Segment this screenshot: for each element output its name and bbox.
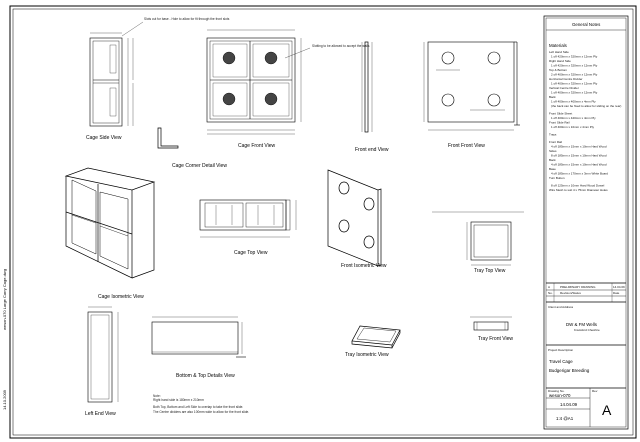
bottom-note-2: Right hand side is 180mm x 210mm bbox=[153, 398, 204, 402]
drawing-scale: 1:4 @A1 bbox=[556, 416, 574, 421]
drawing-date: 14.04.09 bbox=[560, 402, 578, 407]
front-end-view-title: Front end View bbox=[355, 147, 389, 153]
tray-front-view bbox=[470, 316, 512, 331]
materials-item: Vertical Centre Divider bbox=[549, 86, 579, 90]
materials-item: 1 off 400mm x 10mm x 4mm Ply bbox=[551, 125, 594, 129]
materials-item: Turn Button bbox=[549, 176, 565, 180]
front-isometric-view bbox=[327, 169, 382, 267]
front-isometric-view-title: Front Isometric View bbox=[341, 263, 387, 269]
tray-front-view-title: Tray Front View bbox=[478, 336, 513, 342]
materials-item: Wire Mesh to suit 4 x 75mm Diameter Hole… bbox=[549, 188, 608, 192]
materials-item: 2 off 400mm x 320mm x 12mm Ply bbox=[551, 73, 598, 77]
materials-item: 1 off 400mm x 400mm x 4mm Ply bbox=[551, 100, 596, 104]
bottom-note-3: Both Top, Bottom and Left Side to overla… bbox=[153, 405, 243, 409]
cage-side-view-title: Cage Side View bbox=[86, 135, 122, 141]
inner-border bbox=[12, 8, 634, 436]
materials-item: 1 off 400mm x 320mm x 12mm Ply bbox=[551, 91, 598, 95]
rev-row1-rev: A bbox=[548, 285, 550, 289]
materials-item: Base bbox=[549, 167, 556, 171]
tray-top-view bbox=[432, 211, 524, 266]
cage-side-view bbox=[89, 21, 144, 127]
materials-item: Horizontal Centre Divider bbox=[549, 77, 583, 81]
drawing-no-label: Drawing No. bbox=[548, 389, 565, 393]
front-front-view-title: Front Front View bbox=[448, 143, 485, 149]
rev-row2-rev: No. bbox=[548, 291, 553, 295]
materials-item: Sides bbox=[549, 149, 557, 153]
side-reference: weson-070 Large Carry Cage.dwg bbox=[2, 269, 7, 330]
front-end-view bbox=[361, 41, 373, 133]
drawing-no: weson-070 bbox=[549, 393, 571, 398]
bottom-top-details-view-title: Bottom & Top Details View bbox=[176, 373, 235, 379]
cage-side-note: Slots cut for base - Hole to allow for f… bbox=[144, 17, 230, 21]
cage-front-view-title: Cage Front View bbox=[238, 143, 276, 149]
materials-item: Back bbox=[549, 95, 556, 99]
rev-row2-status: Revision/Status bbox=[560, 291, 581, 295]
front-front-view bbox=[423, 41, 520, 131]
bottom-top-details-view bbox=[151, 316, 246, 358]
client-sub: Knutsford Cheshire bbox=[574, 328, 600, 332]
materials-item: Front Slide Sheet bbox=[549, 111, 572, 115]
materials-item: Front Rail bbox=[549, 140, 562, 144]
cage-front-holes bbox=[222, 51, 278, 106]
materials-item: Top & Bottom bbox=[549, 68, 568, 72]
outer-border bbox=[9, 5, 637, 439]
project-line-2: Budgerigar Breeding bbox=[549, 368, 590, 373]
bottom-note-4: The Centre dividers are also 100mm wide … bbox=[153, 410, 249, 414]
cage-top-view bbox=[199, 199, 297, 238]
materials-item: Trays bbox=[549, 132, 557, 136]
project-label: Project Description bbox=[548, 348, 574, 352]
rev-row2-date: Date bbox=[613, 291, 620, 295]
rev-row1-status: PRELIMINARY DRAWING bbox=[560, 285, 596, 289]
cage-front-view bbox=[206, 29, 311, 135]
project-line-1: Travel Cage bbox=[549, 359, 573, 364]
cage-front-note: Slotting to be allowed to accept the wal… bbox=[312, 44, 370, 48]
materials-item: 4 off 185mm x 15mm x 10mm Hard Wood bbox=[551, 163, 607, 167]
title-block bbox=[543, 15, 629, 430]
materials-item: Left Hand Side bbox=[549, 50, 569, 54]
left-end-view bbox=[87, 306, 119, 403]
materials-item: 1 off 420mm x 320mm x 12mm Ply bbox=[551, 64, 598, 68]
cage-top-view-title: Cage Top View bbox=[234, 250, 268, 256]
materials-item: Back bbox=[549, 158, 556, 162]
left-end-view-title: Left End View bbox=[85, 411, 116, 417]
tray-top-view-title: Tray Top View bbox=[474, 268, 506, 274]
materials-item: 8 off 125mm x 10mm Hard Wood Dowel bbox=[551, 184, 605, 188]
materials-item: 1 off 420mm x 320mm x 12mm Ply bbox=[551, 55, 598, 59]
materials-item: 1 off 400mm x 320mm x 12mm Ply bbox=[551, 82, 598, 86]
cage-isometric-view bbox=[64, 167, 156, 279]
materials-item: Front Slide Rail bbox=[549, 120, 570, 124]
cage-corner-detail bbox=[157, 127, 179, 149]
tray-isometric-view bbox=[351, 325, 401, 349]
cage-corner-detail-title: Cage Corner Detail View bbox=[172, 163, 227, 169]
tray-isometric-view-title: Tray Isometric View bbox=[345, 352, 389, 358]
materials-label: Materials bbox=[549, 43, 568, 48]
rev-letter: A bbox=[602, 402, 612, 418]
materials-item: 4 off 185mm x 170mm x 3mm White Board bbox=[551, 172, 608, 176]
rev-row1-date: 14.04.09 bbox=[613, 285, 625, 289]
general-notes-heading: General Notes bbox=[572, 22, 601, 27]
cage-isometric-view-title: Cage Isometric View bbox=[98, 294, 144, 300]
materials-item: (the back can be fixed to allow for slid… bbox=[551, 104, 621, 108]
materials-item: 1 off 400mm x 420mm x 4mm Ply bbox=[551, 116, 596, 120]
client-label: Client and Address bbox=[548, 305, 574, 309]
side-date: 14.10.2009 bbox=[2, 389, 7, 410]
materials-item: 4 off 185mm x 15mm x 10mm Hard Wood bbox=[551, 145, 607, 149]
materials-item: 8 off 185mm x 15mm x 10mm Hard Wood bbox=[551, 154, 607, 158]
rev-label: Rev bbox=[592, 389, 598, 393]
bottom-note-1: Note: bbox=[153, 394, 161, 398]
client-name: DW & FM Wells bbox=[566, 322, 598, 327]
materials-item: Right Hand Side bbox=[549, 59, 571, 63]
